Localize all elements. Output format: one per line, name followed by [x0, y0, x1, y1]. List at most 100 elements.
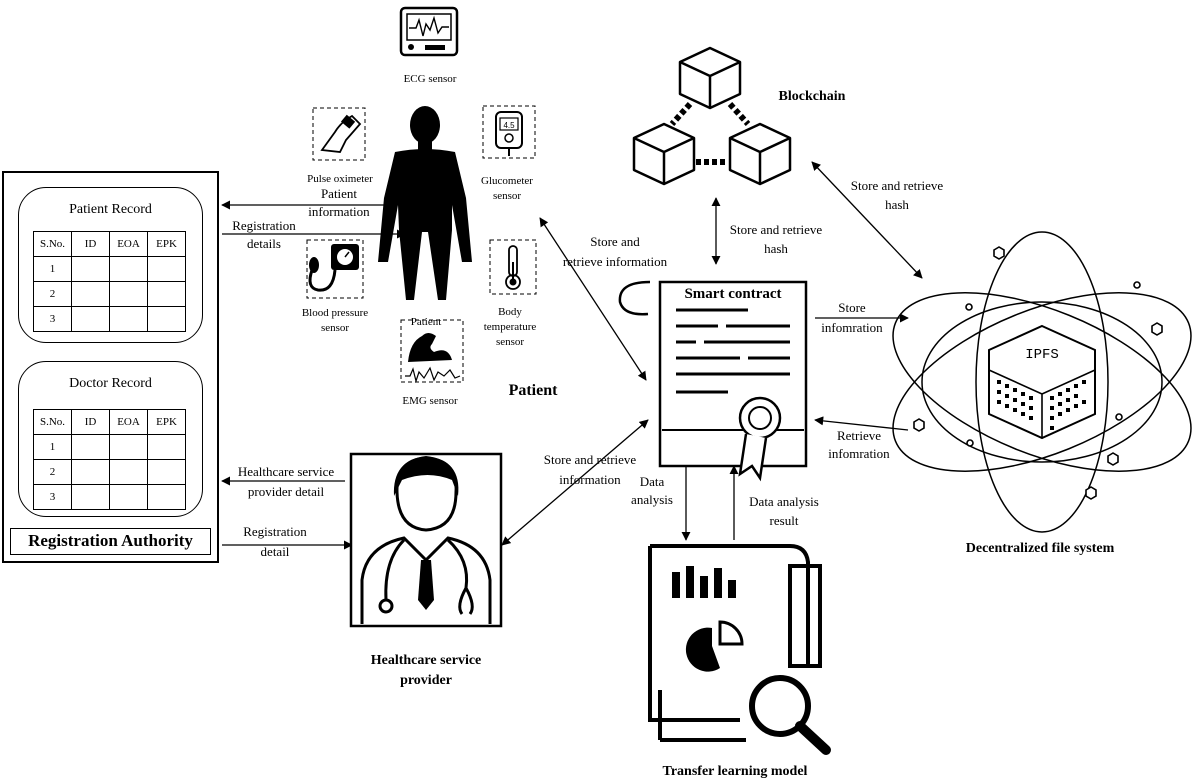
ipfs-label: IPFS [1025, 347, 1059, 363]
table-row: 1 [33, 256, 186, 282]
data-analysis-result-label-line2: result [769, 513, 799, 528]
bp-label-line1: Blood pressure [301, 307, 369, 319]
glucometer-icon: 4.5 [482, 105, 536, 159]
connectors [221, 161, 923, 550]
table-cell [147, 434, 186, 460]
store-retrieve-hash-mid-line1: Store and retrieve [729, 222, 823, 237]
ecg-sensor-label: ECG sensor [403, 73, 457, 85]
table-cell: 2 [33, 459, 72, 485]
blood-pressure-icon [306, 239, 364, 299]
provider-detail-label-line1: Healthcare service [237, 464, 335, 479]
table-header-cell: EOA [109, 409, 148, 435]
bp-label-line2: sensor [320, 322, 350, 334]
provider-title-line1: Healthcare service [370, 653, 482, 668]
blockchain-icon [632, 46, 792, 186]
retrieve-information-label-line2: infomration [828, 446, 890, 461]
store-retrieve-info-bottom-line2: information [559, 472, 621, 487]
table-header-cell: S.No. [33, 409, 72, 435]
table-header-cell: EPK [147, 409, 186, 435]
table-cell: 3 [33, 306, 72, 332]
doctor-icon [349, 452, 503, 628]
arrow-patient-smart-contract [539, 217, 647, 381]
table-cell: 1 [33, 434, 72, 460]
table-row: 1 [33, 434, 186, 460]
registration-details-label-line1: Registration [232, 218, 296, 233]
provider-title-line2: provider [400, 673, 452, 688]
patient-information-label-line1: Patient [320, 186, 358, 201]
store-retrieve-info-bottom-line1: Store and retrieve [543, 452, 637, 467]
table-cell [109, 484, 148, 510]
store-retrieve-hash-right-line1: Store and retrieve [850, 178, 944, 193]
data-analysis-label-line2: analysis [631, 492, 673, 507]
data-analysis-label-line1: Data [639, 474, 665, 489]
table-cell [109, 256, 148, 282]
table-cell [147, 256, 186, 282]
ecg-sensor-icon [399, 6, 459, 57]
table-cell [147, 306, 186, 332]
table-header-cell: ID [71, 231, 110, 257]
smart-contract-icon [618, 280, 808, 482]
table-cell [71, 434, 110, 460]
store-retrieve-hash-mid-line2: hash [764, 241, 788, 256]
arrow-provider-smart-contract [501, 419, 649, 546]
patient-record-box: Patient Record S.No. ID EOA EPK 1 2 3 [18, 187, 203, 343]
pulse-oximeter-label: Pulse oximeter [307, 173, 373, 185]
temperature-label-line1: Body [498, 306, 522, 318]
registration-detail-label-line1: Registration [243, 524, 307, 539]
glucometer-label-line2: sensor [492, 190, 522, 202]
table-header-row: S.No. ID EOA EPK [33, 231, 186, 257]
transfer-learning-title: Transfer learning model [662, 764, 808, 779]
store-information-label-line2: infomration [821, 320, 883, 335]
emg-sensor-icon [400, 319, 464, 384]
ipfs-atom-icon [892, 231, 1192, 533]
store-retrieve-info-top-line2: retrieve information [562, 254, 668, 269]
data-analysis-result-label-line1: Data analysis [749, 494, 819, 509]
table-cell [71, 459, 110, 485]
table-header-cell: EOA [109, 231, 148, 257]
glucometer-label-line1: Glucometer [481, 175, 533, 187]
thermometer-icon [489, 239, 537, 295]
table-cell [109, 434, 148, 460]
store-retrieve-info-top-line1: Store and [590, 234, 640, 249]
table-cell [147, 459, 186, 485]
patient-record-table: S.No. ID EOA EPK 1 2 3 [33, 231, 186, 332]
table-header-cell: ID [71, 409, 110, 435]
table-row: 3 [33, 484, 186, 510]
patient-information-label-line2: information [308, 204, 370, 219]
emg-sensor-label: EMG sensor [402, 395, 458, 407]
patient-record-title: Patient Record [69, 202, 152, 217]
registration-detail-label-line2: detail [260, 544, 290, 559]
registration-authority-panel [2, 171, 219, 563]
blockchain-title: Blockchain [778, 89, 846, 104]
table-header-cell: S.No. [33, 231, 72, 257]
store-retrieve-hash-right-line2: hash [885, 197, 909, 212]
transfer-learning-icon [648, 544, 831, 755]
table-cell [147, 281, 186, 307]
retrieve-information-label-line1: Retrieve [836, 428, 882, 443]
ipfs-cube-icon: IPFS [988, 324, 1096, 440]
table-cell: 1 [33, 256, 72, 282]
table-row: 3 [33, 306, 186, 332]
pulse-oximeter-icon [312, 107, 366, 161]
store-information-label-line1: Store [838, 300, 866, 315]
atom-nodes [913, 246, 1163, 500]
temperature-label-line2: temperature [483, 321, 537, 333]
temperature-label-line3: sensor [495, 336, 525, 348]
patient-title: Patient [508, 382, 558, 399]
table-cell [71, 484, 110, 510]
table-cell: 2 [33, 281, 72, 307]
doctor-record-title: Doctor Record [69, 376, 152, 391]
registration-details-label-line2: details [247, 236, 281, 251]
table-cell [109, 306, 148, 332]
table-header-row: S.No. ID EOA EPK [33, 409, 186, 435]
smart-contract-title: Smart contract [666, 286, 800, 303]
registration-authority-label: Registration Authority [10, 528, 211, 555]
table-cell [109, 281, 148, 307]
doctor-record-table: S.No. ID EOA EPK 1 2 3 [33, 409, 186, 510]
doctor-record-box: Doctor Record S.No. ID EOA EPK 1 2 3 [18, 361, 203, 517]
table-header-cell: EPK [147, 231, 186, 257]
arrow-blockchain-ipfs [811, 161, 923, 279]
patient-body-icon [378, 106, 472, 300]
